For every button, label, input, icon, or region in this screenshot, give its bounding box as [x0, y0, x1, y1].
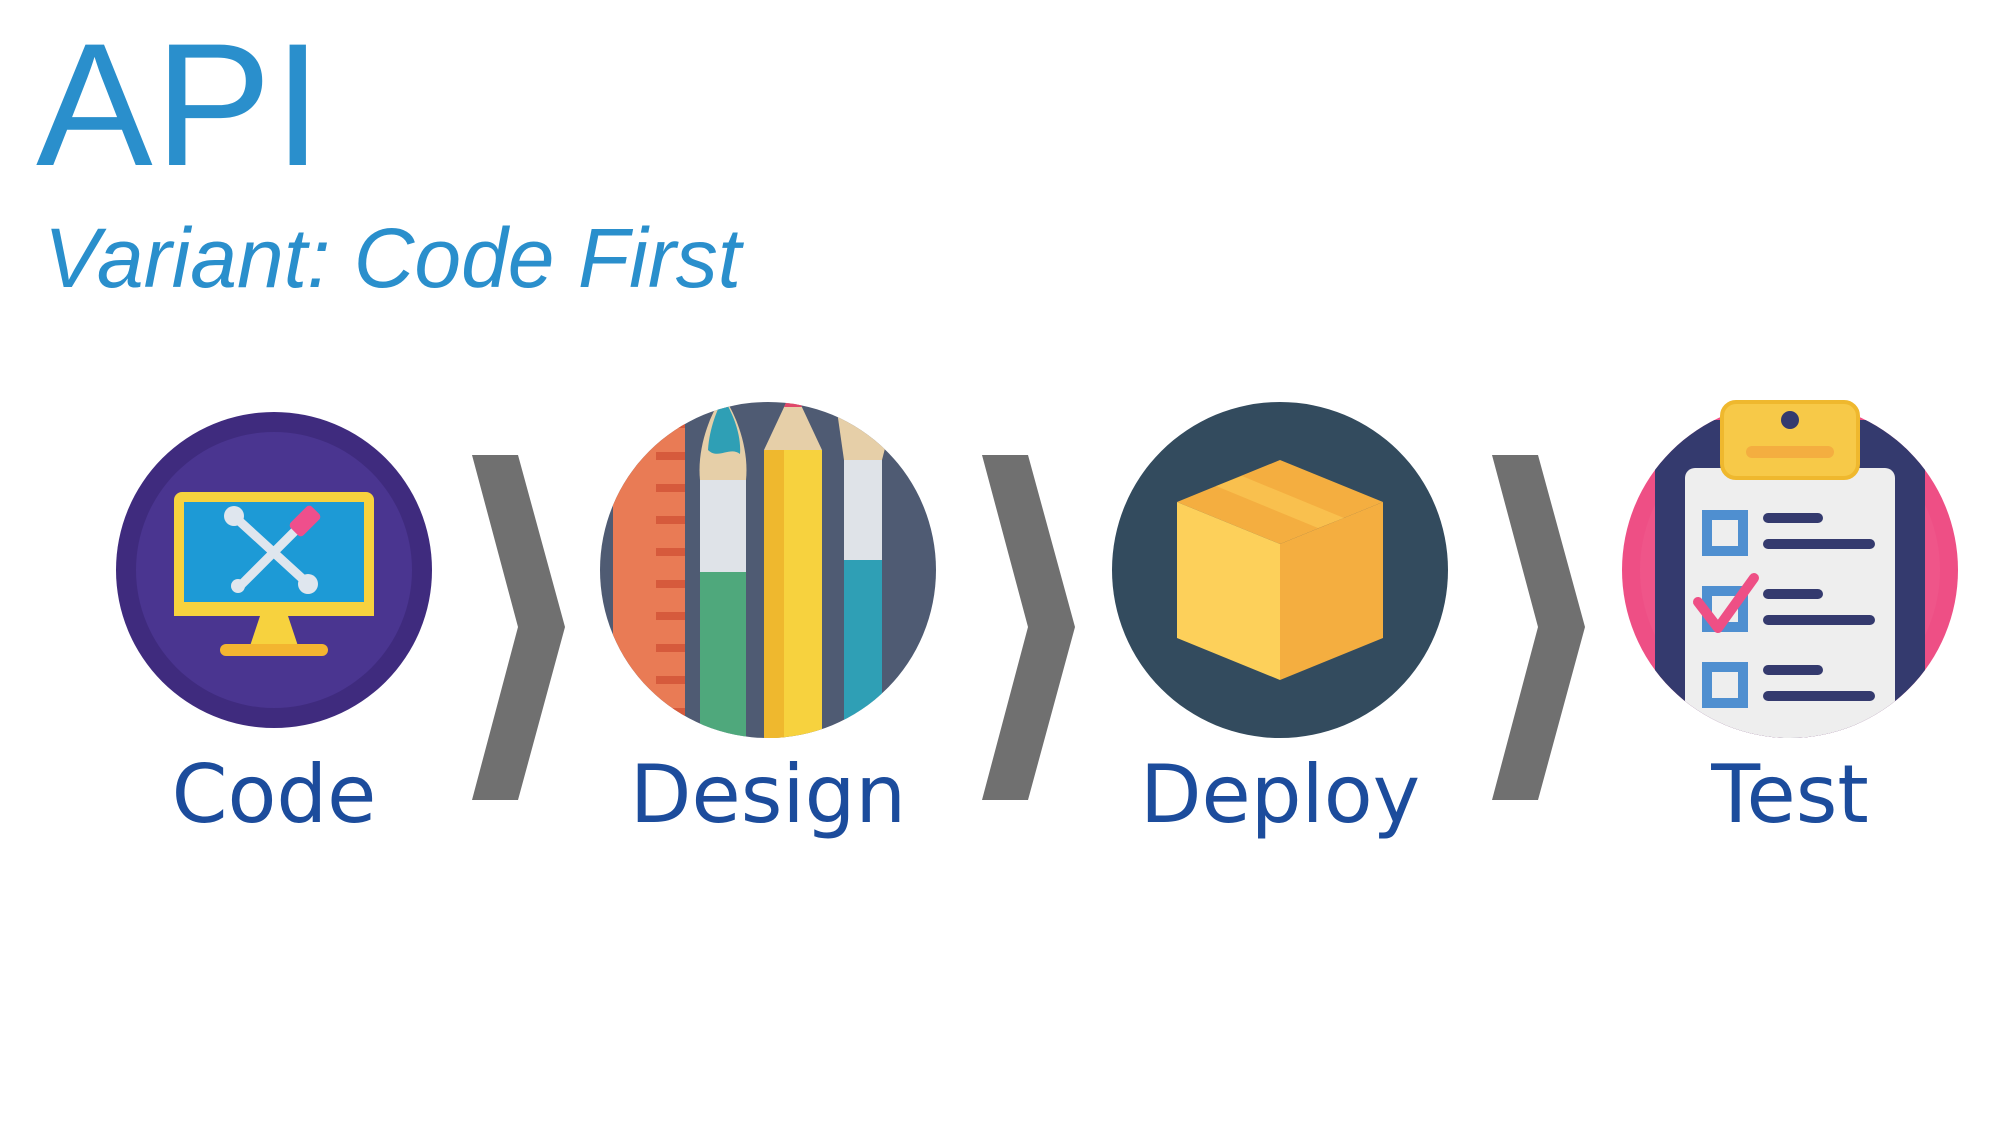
- chevron-right-icon: [1492, 455, 1585, 800]
- step-test: Test: [1600, 380, 1980, 860]
- monitor-tools-icon: [116, 412, 432, 728]
- chevron-right-icon: [472, 455, 565, 800]
- step-label: Code: [171, 748, 377, 841]
- step-design: Design: [578, 380, 958, 860]
- clipboard-checklist-icon: [1622, 400, 1958, 738]
- step-label: Design: [629, 748, 907, 841]
- step-code: Code: [84, 380, 464, 860]
- chevron-right-icon: [982, 455, 1075, 800]
- art-supplies-icon: [600, 402, 936, 738]
- step-deploy: Deploy: [1090, 380, 1470, 860]
- step-label: Deploy: [1139, 748, 1421, 841]
- page-title: API: [36, 8, 325, 203]
- process-flow: Code: [0, 380, 2000, 860]
- page-subtitle: Variant: Code First: [44, 211, 742, 305]
- step-label: Test: [1711, 748, 1869, 841]
- box-icon: [1112, 402, 1448, 738]
